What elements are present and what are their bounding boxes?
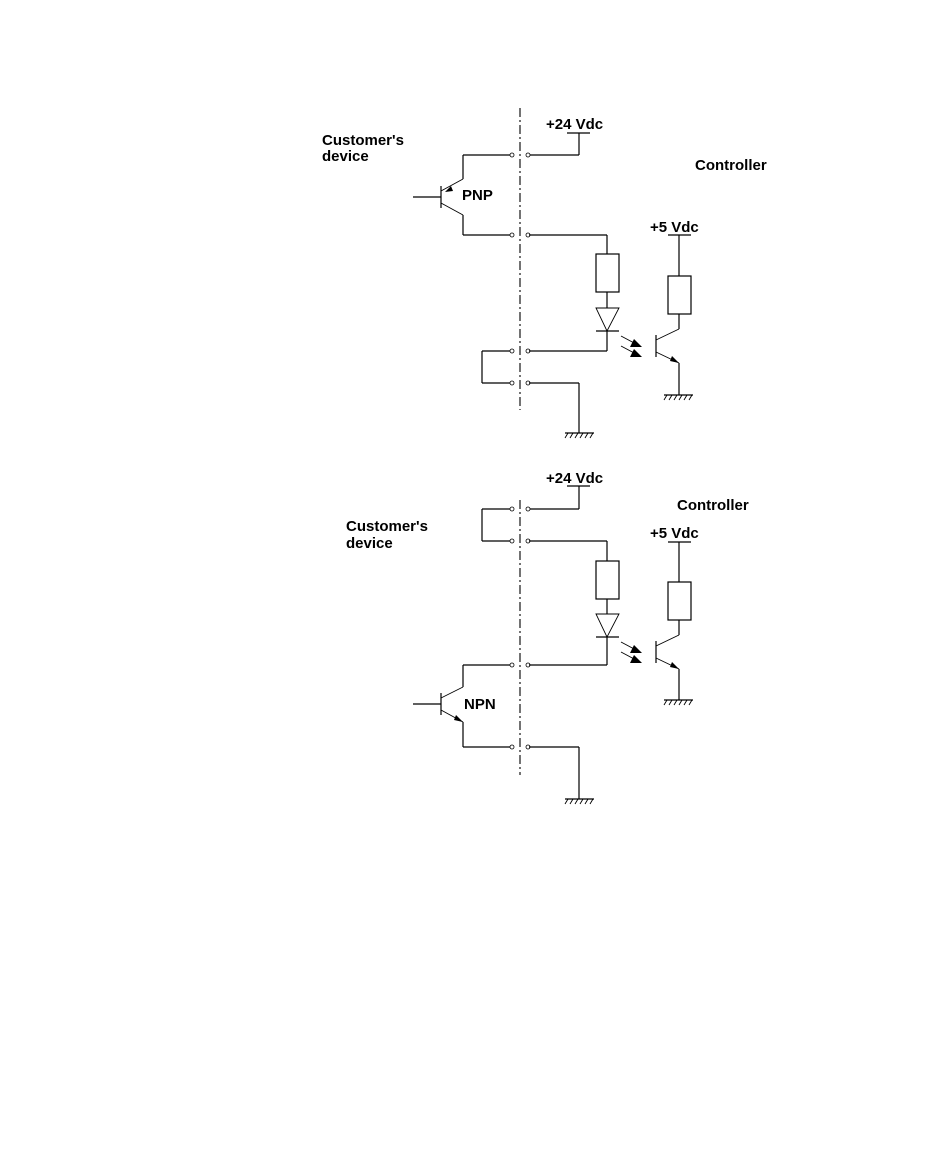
supply-24v-symbol — [529, 486, 590, 509]
customer-device-label: device — [346, 535, 393, 552]
supply-24v-label: +24 Vdc — [546, 116, 603, 133]
transistor-type-label: NPN — [464, 696, 496, 713]
phototransistor-circuit — [656, 235, 691, 395]
npn-wiring-diagram: +24 Vdc Controller Customer's device +5 … — [346, 470, 749, 804]
controller-label: Controller — [677, 497, 749, 514]
input-resistor-led — [529, 235, 619, 351]
supply-24v-symbol — [529, 133, 590, 155]
ground-symbol — [664, 700, 693, 705]
ground-symbol — [664, 395, 693, 400]
phototransistor-circuit — [656, 542, 691, 700]
ground-symbol — [529, 383, 594, 438]
optical-coupling-arrows — [621, 642, 642, 663]
pnp-wiring-diagram: +24 Vdc Customer's device Controller PNP… — [322, 108, 767, 438]
jumper-wire — [482, 509, 510, 541]
ground-symbol — [529, 747, 594, 804]
optical-coupling-arrows — [621, 336, 642, 357]
customer-device-label: Customer's — [346, 518, 428, 535]
input-resistor-led — [529, 541, 619, 665]
supply-24v-label: +24 Vdc — [546, 470, 603, 487]
controller-label: Controller — [695, 157, 767, 174]
customer-device-label: device — [322, 148, 369, 165]
supply-5v-label: +5 Vdc — [650, 525, 699, 542]
jumper-wire — [482, 351, 510, 383]
supply-5v-label: +5 Vdc — [650, 219, 699, 236]
customer-device-label: Customer's — [322, 132, 404, 149]
transistor-type-label: PNP — [462, 187, 493, 204]
